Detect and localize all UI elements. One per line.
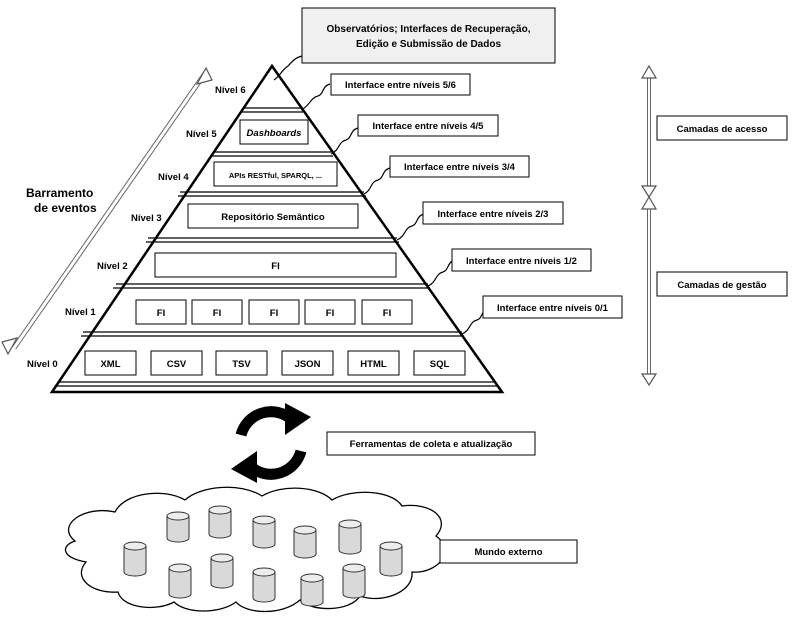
access-layers-arrow <box>640 64 658 199</box>
interface-34-label: Interface entre níveis 3/4 <box>404 162 516 173</box>
management-layers-label: Camadas de gestão <box>677 280 766 291</box>
format-box <box>150 350 203 376</box>
management-layers-box <box>656 271 788 297</box>
level-1-fi-label: FI <box>383 308 391 319</box>
interface-12: Interface entre níveis 1/2 <box>427 248 592 287</box>
connector-squiggle <box>363 167 391 195</box>
access-layers-box <box>656 115 788 141</box>
interface-01: Interface entre níveis 0/1 <box>461 295 623 335</box>
level-4-label: Nível 4 <box>158 172 189 183</box>
interface-56: Interface entre níveis 5/6 <box>300 73 471 111</box>
semantic-repository-box <box>187 203 359 229</box>
tools-box <box>326 431 536 456</box>
level-1-fi-label: FI <box>270 308 278 319</box>
apis-label: APIs RESTful, SPARQL, ... <box>229 171 322 180</box>
database-icons <box>123 505 403 607</box>
management-layers-arrow <box>640 195 658 387</box>
level-1-fi-box <box>248 299 300 325</box>
level-1-label: Nível 1 <box>65 307 96 318</box>
format-label: XML <box>100 359 120 370</box>
format-label: HTML <box>360 359 387 370</box>
format-box <box>347 350 400 376</box>
observatories-box <box>301 7 556 64</box>
format-box <box>281 350 334 376</box>
level-1-fi-label: FI <box>157 308 165 319</box>
database-icon <box>208 505 232 539</box>
database-icon <box>252 567 276 603</box>
level-6-label: Nível 6 <box>215 85 246 96</box>
tools-label: Ferramentas de coleta e atualização <box>350 439 513 450</box>
connector-squiggle <box>427 259 456 287</box>
interface-45-box <box>357 114 499 137</box>
apis-box <box>213 161 338 187</box>
semantic-repository-label: Repositório Semântico <box>221 212 325 223</box>
interface-23-label: Interface entre níveis 2/3 <box>438 209 549 220</box>
level-1-fi-box <box>135 299 187 325</box>
interface-45: Interface entre níveis 4/5 <box>330 114 499 155</box>
dashboards-label: Dashboards <box>247 128 302 139</box>
interface-12-label: Interface entre níveis 1/2 <box>466 256 577 267</box>
dashboards-box <box>239 119 309 145</box>
interface-12-box <box>451 248 592 272</box>
event-bus-arrow <box>1 66 213 356</box>
level-3-label: Nível 3 <box>131 213 162 224</box>
level-1-fi-label: FI <box>326 308 334 319</box>
database-icon <box>210 553 234 589</box>
interface-34-box <box>389 155 530 178</box>
database-icon <box>293 525 317 559</box>
interface-01-label: Interface entre níveis 0/1 <box>497 303 609 314</box>
database-icon <box>300 573 324 607</box>
level-1-boxes: FI FI FI FI FI <box>135 299 413 325</box>
level-2-fi-box <box>154 252 397 278</box>
external-world-label: Mundo externo <box>474 547 542 558</box>
refresh-icon <box>231 403 311 483</box>
access-layers-label: Camadas de acesso <box>677 124 768 135</box>
connector-squiggle <box>330 127 359 155</box>
level-1-fi-box <box>191 299 243 325</box>
format-label: TSV <box>232 359 251 370</box>
observatories-line-2: Edição e Submissão de Dados <box>356 39 501 50</box>
observatories-line-1: Observatórios; Interfaces de Recuperação… <box>327 24 531 35</box>
connector-squiggle <box>273 55 303 81</box>
interface-01-box <box>482 295 623 319</box>
event-bus-line-1: Barramento <box>26 186 93 200</box>
format-box <box>413 350 466 376</box>
interface-23-box <box>422 201 564 225</box>
database-icon <box>342 563 366 599</box>
interface-45-label: Interface entre níveis 4/5 <box>373 121 485 132</box>
database-icon <box>379 541 403 577</box>
level-2-label: Nível 2 <box>97 261 128 272</box>
connector-squiggle <box>396 213 425 241</box>
interface-56-label: Interface entre níveis 5/6 <box>345 80 456 91</box>
interface-34: Interface entre níveis 3/4 <box>363 155 530 195</box>
database-icon <box>252 515 276 549</box>
database-icon <box>338 519 362 555</box>
connector-squiggle <box>300 83 331 111</box>
format-box <box>84 350 137 376</box>
level-1-fi-box <box>361 299 413 325</box>
level-0-label: Nível 0 <box>27 359 58 370</box>
level-5-label: Nível 5 <box>186 129 217 140</box>
level-0-boxes: XML CSV TSV JSON HTML SQL <box>84 350 466 376</box>
format-label: CSV <box>167 359 187 370</box>
format-label: SQL <box>430 359 450 370</box>
database-icon <box>123 541 147 577</box>
format-box <box>215 350 268 376</box>
external-world-box <box>439 539 578 564</box>
level-1-fi-label: FI <box>213 308 221 319</box>
level-2-fi-label: FI <box>271 261 279 272</box>
format-label: JSON <box>295 359 321 370</box>
interface-23: Interface entre níveis 2/3 <box>396 201 564 241</box>
event-bus-line-2: de eventos <box>34 201 97 215</box>
interface-56-box <box>330 73 471 96</box>
level-1-fi-box <box>304 299 356 325</box>
database-icon <box>166 511 190 543</box>
database-icon <box>168 563 192 599</box>
